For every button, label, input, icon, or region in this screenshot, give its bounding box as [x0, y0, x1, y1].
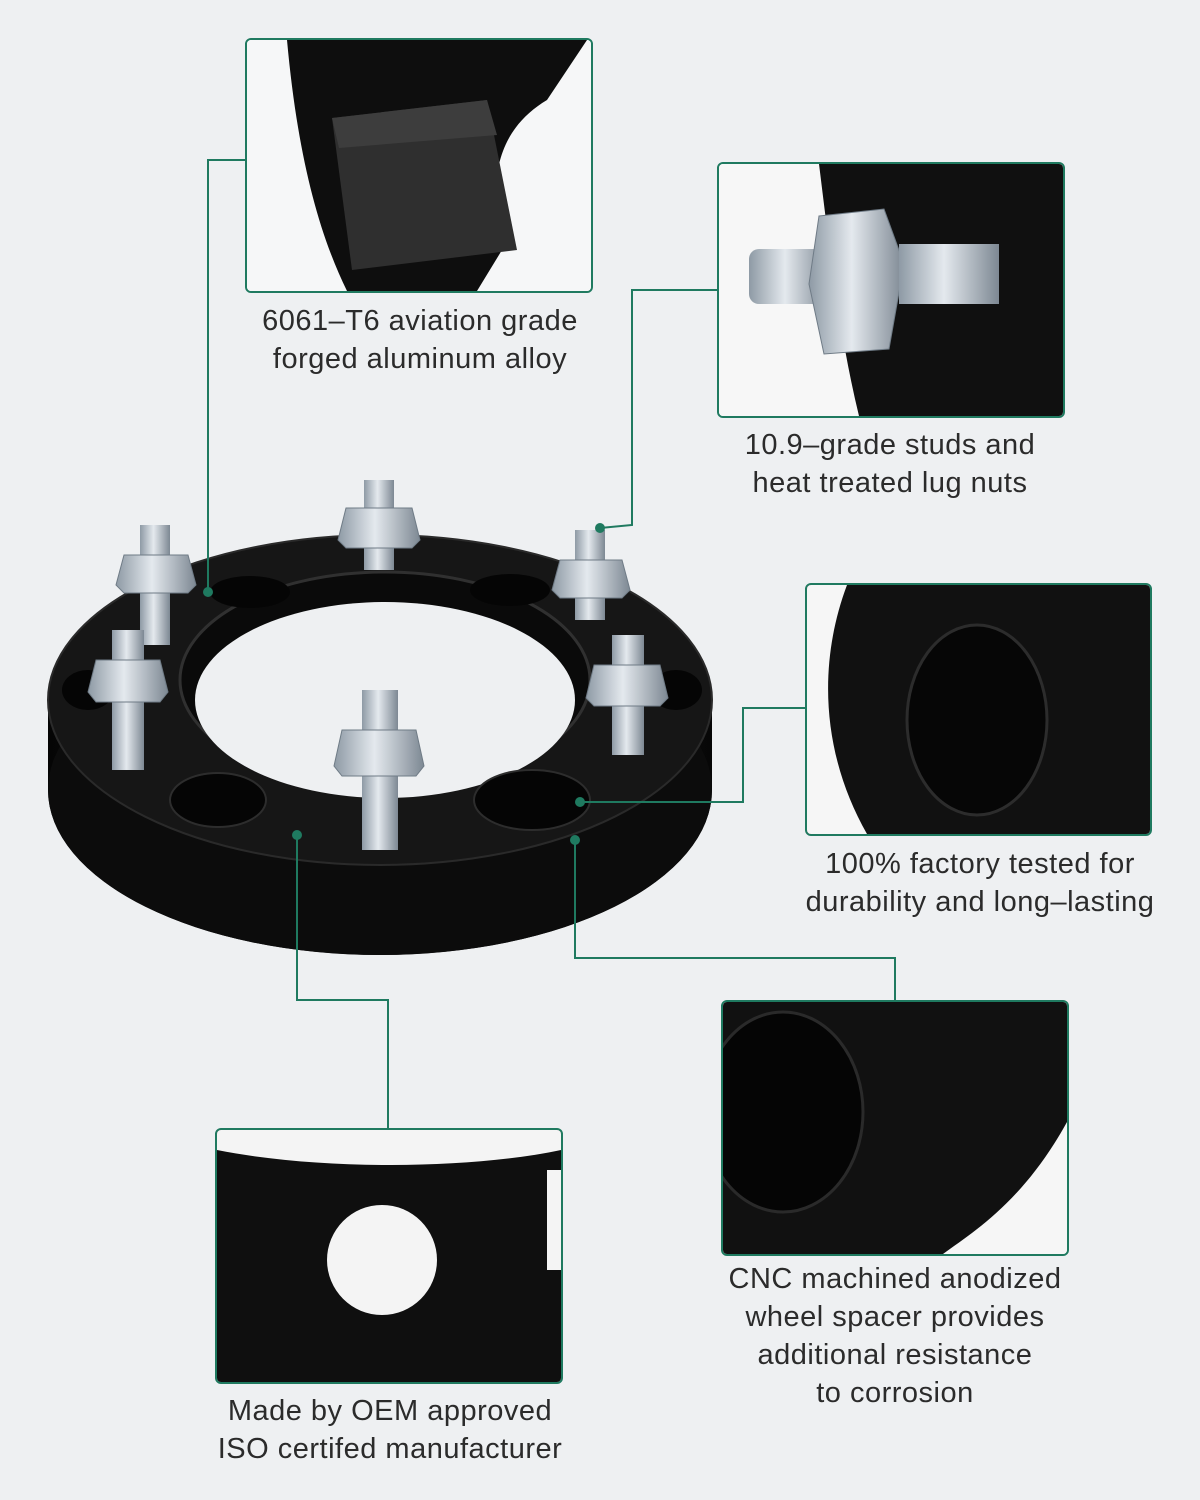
caption-line: 100% factory tested for [825, 848, 1135, 880]
caption-line: additional resistance [757, 1339, 1033, 1371]
caption-line: forged aluminum alloy [272, 343, 568, 375]
caption-factory-tested: 100% factory tested for durability and l… [770, 845, 1190, 921]
caption-line: heat treated lug nuts [752, 467, 1028, 499]
caption-line: durability and long–lasting [805, 886, 1155, 918]
panel-cnc-anodized [721, 1000, 1069, 1256]
panel-oem-approved [215, 1128, 563, 1384]
panel-studs-lug-nuts [717, 162, 1065, 418]
caption-cnc-anodized: CNC machined anodized wheel spacer provi… [690, 1260, 1100, 1412]
caption-line: 10.9–grade studs and [744, 429, 1036, 461]
caption-line: 6061–T6 aviation grade [262, 305, 578, 337]
caption-line: ISO certifed manufacturer [217, 1433, 563, 1465]
panel-factory-tested [805, 583, 1152, 836]
caption-line: wheel spacer provides [745, 1301, 1045, 1333]
caption-line: CNC machined anodized [728, 1263, 1062, 1295]
panel-forged-aluminum [245, 38, 593, 293]
caption-line: to corrosion [816, 1377, 974, 1409]
caption-forged-aluminum: 6061–T6 aviation grade forged aluminum a… [200, 302, 640, 378]
caption-line: Made by OEM approved [227, 1395, 553, 1427]
caption-studs-lug-nuts: 10.9–grade studs and heat treated lug nu… [690, 426, 1090, 502]
caption-oem-approved: Made by OEM approved ISO certifed manufa… [180, 1392, 600, 1468]
